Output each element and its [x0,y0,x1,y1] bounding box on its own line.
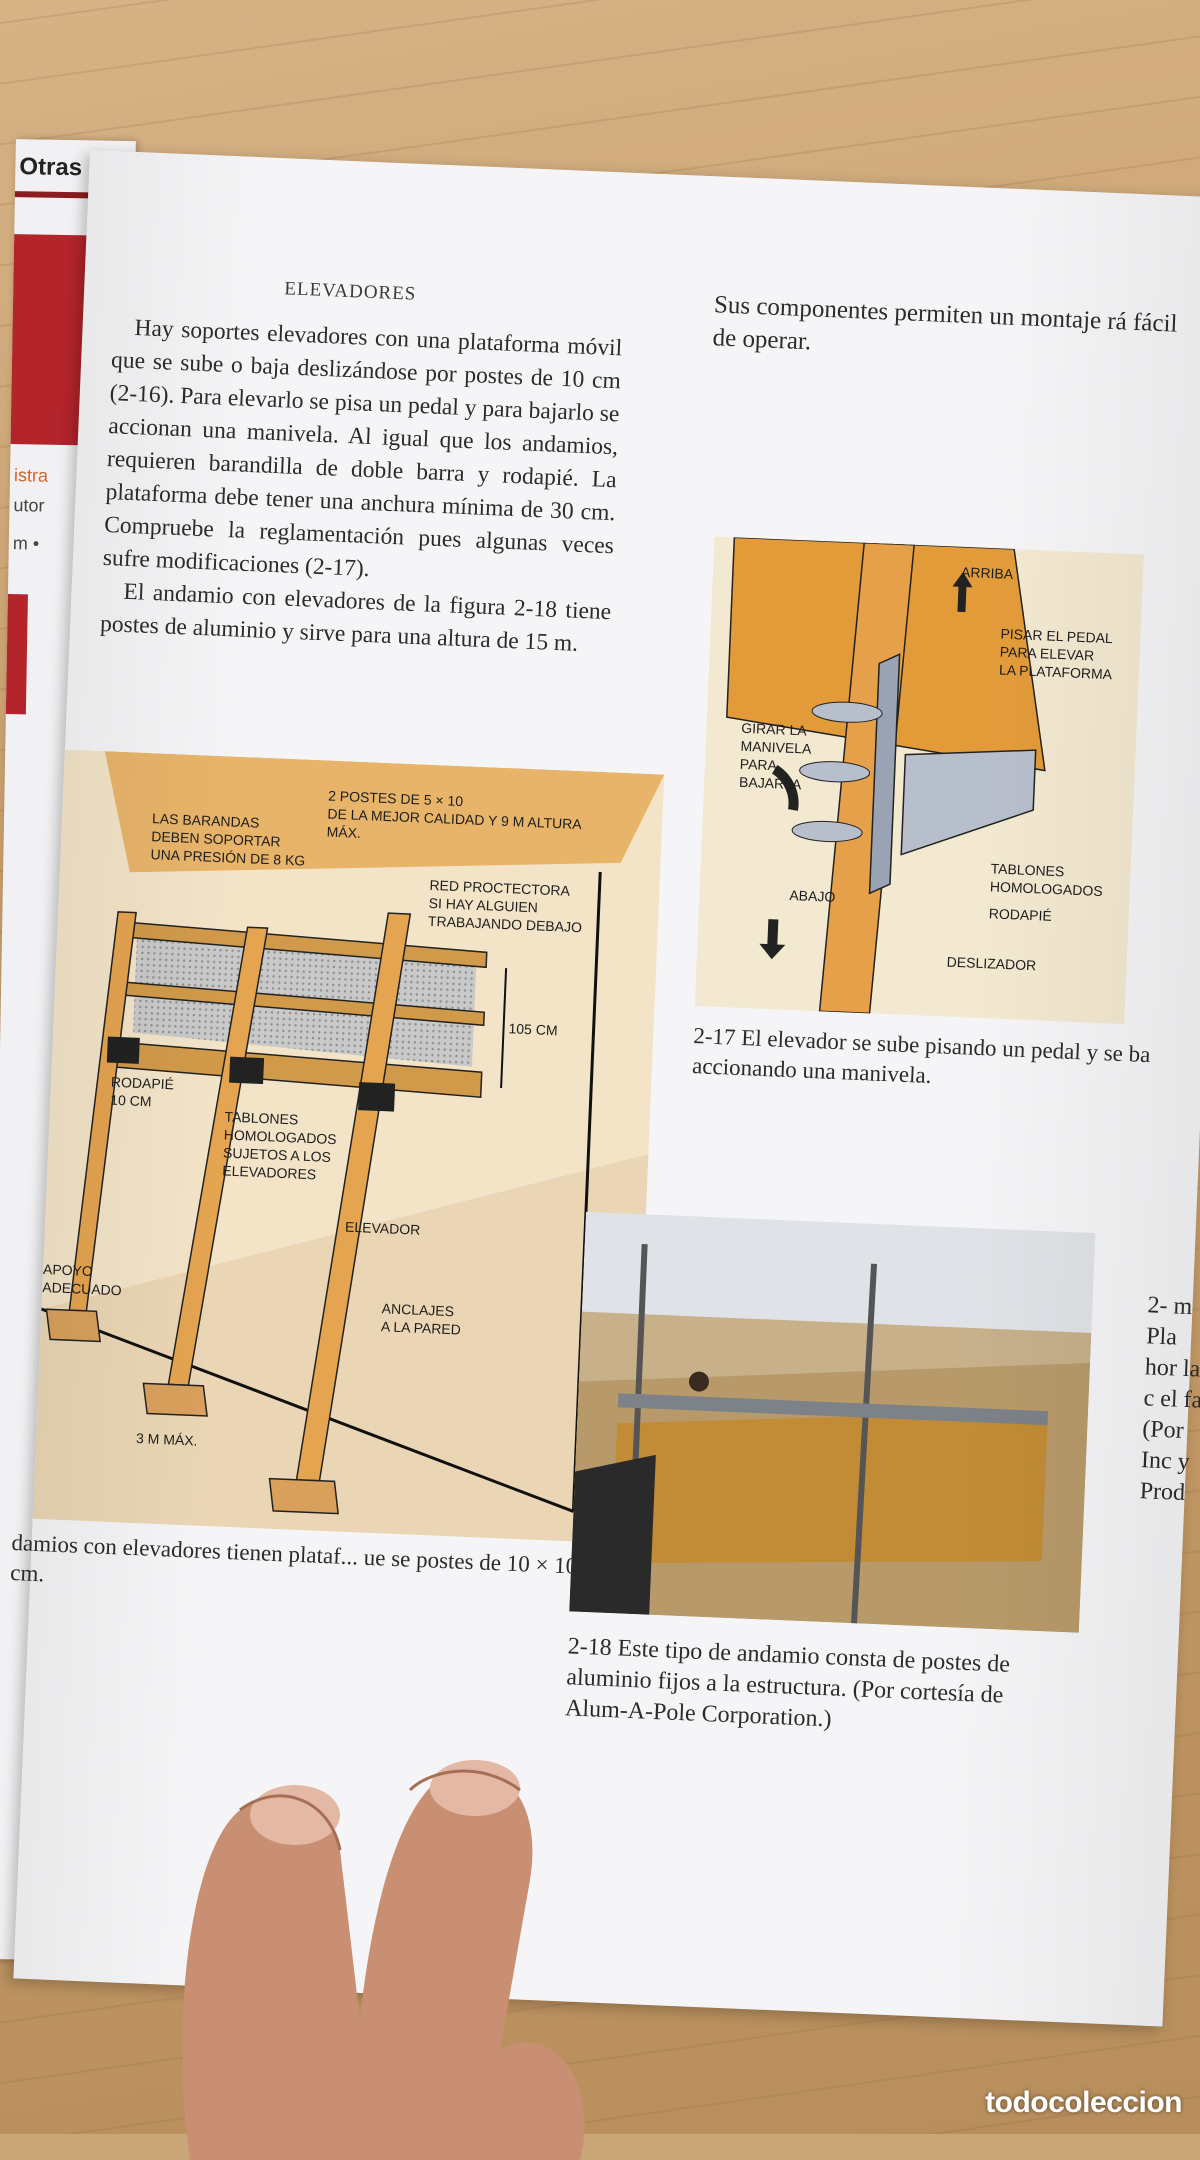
svg-text:PARA: PARA [740,756,778,774]
figure-2-16-caption: damios con elevadores tienen plataf... u… [9,1529,578,1587]
figure-2-16-scaffold-illustration: 2 POSTES DE 5 × 10 DE LA MEJOR CALIDAD Y… [32,749,665,1544]
label-planks: TABLONES [990,860,1064,879]
body-text: Hay soportes elevadores con una platafor… [99,311,623,662]
svg-text:HOMOLOGADOS: HOMOLOGADOS [224,1126,337,1147]
label-toeboard: RODAPIÉ [111,1074,175,1093]
label-net: RED PROCTECTORA [429,877,571,899]
label-spacing: 3 M MÁX. [136,1430,198,1449]
figure-2-17-caption: 2-17 El elevador se sube pisando un peda… [691,1023,1151,1089]
svg-text:PARA ELEVAR: PARA ELEVAR [999,644,1094,664]
underlying-page-label: m • [12,533,40,554]
label-height: 105 CM [508,1020,558,1038]
underlying-page-red-box [5,594,28,715]
label-up: ARRIBA [961,564,1014,582]
svg-text:10 CM: 10 CM [110,1092,152,1110]
right-column-text: Sus componentes permiten un montaje rá f… [712,291,1178,356]
hand [182,1760,585,2160]
label-planks: TABLONES [224,1108,298,1127]
label-crank: GIRAR LA [741,720,808,739]
svg-text:UNA PRESIÓN DE 8 KG: UNA PRESIÓN DE 8 KG [150,846,305,868]
paragraph: Hay soportes elevadores con una platafor… [102,315,623,583]
figure-2-18-photo [569,1211,1096,1633]
svg-text:ADECUADO: ADECUADO [42,1279,122,1298]
label-support: APOYO [43,1261,94,1279]
label-down: ABAJO [789,887,836,905]
svg-text:A LA PARED: A LA PARED [381,1318,462,1337]
svg-text:LA PLATAFORMA: LA PLATAFORMA [999,662,1113,683]
underlying-page-label: istra [13,465,49,486]
svg-text:MANIVELA: MANIVELA [740,738,812,757]
svg-text:TRABAJANDO DEBAJO: TRABAJANDO DEBAJO [428,913,583,935]
right-margin-text: 2- m Pla hor la c el fa (Por Inc y Prod [1139,1292,1200,1507]
section-title: ELEVADORES [283,278,417,305]
label-toeboard: RODAPIÉ [988,905,1052,924]
svg-text:BAJARLA: BAJARLA [739,774,803,793]
figure-2-17-lifter-illustration: ARRIBA PISAR EL PEDAL PARA ELEVAR LA PLA… [694,536,1144,1025]
watermark: todocoleccion [985,2086,1182,2119]
label-anchors: ANCLAJES [381,1300,454,1319]
svg-text:ELEVADORES: ELEVADORES [222,1162,316,1182]
svg-text:MÁX.: MÁX. [326,824,361,841]
book-page: ELEVADORES Hay soportes elevadores con u… [9,150,1200,2027]
svg-text:SUJETOS A LOS: SUJETOS A LOS [223,1144,331,1165]
svg-text:SI HAY ALGUIEN: SI HAY ALGUIEN [428,895,538,916]
label-posts: 2 POSTES DE 5 × 10 [328,788,464,810]
underlying-page-label: utor [13,495,45,516]
svg-text:DEBEN SOPORTAR: DEBEN SOPORTAR [151,828,281,849]
label-rails: LAS BARANDAS [152,810,260,830]
label-lifter: ELEVADOR [345,1219,421,1238]
svg-text:HOMOLOGADOS: HOMOLOGADOS [990,878,1103,899]
label-pedal: PISAR EL PEDAL [1000,626,1113,647]
label-slider: DESLIZADOR [946,954,1036,974]
